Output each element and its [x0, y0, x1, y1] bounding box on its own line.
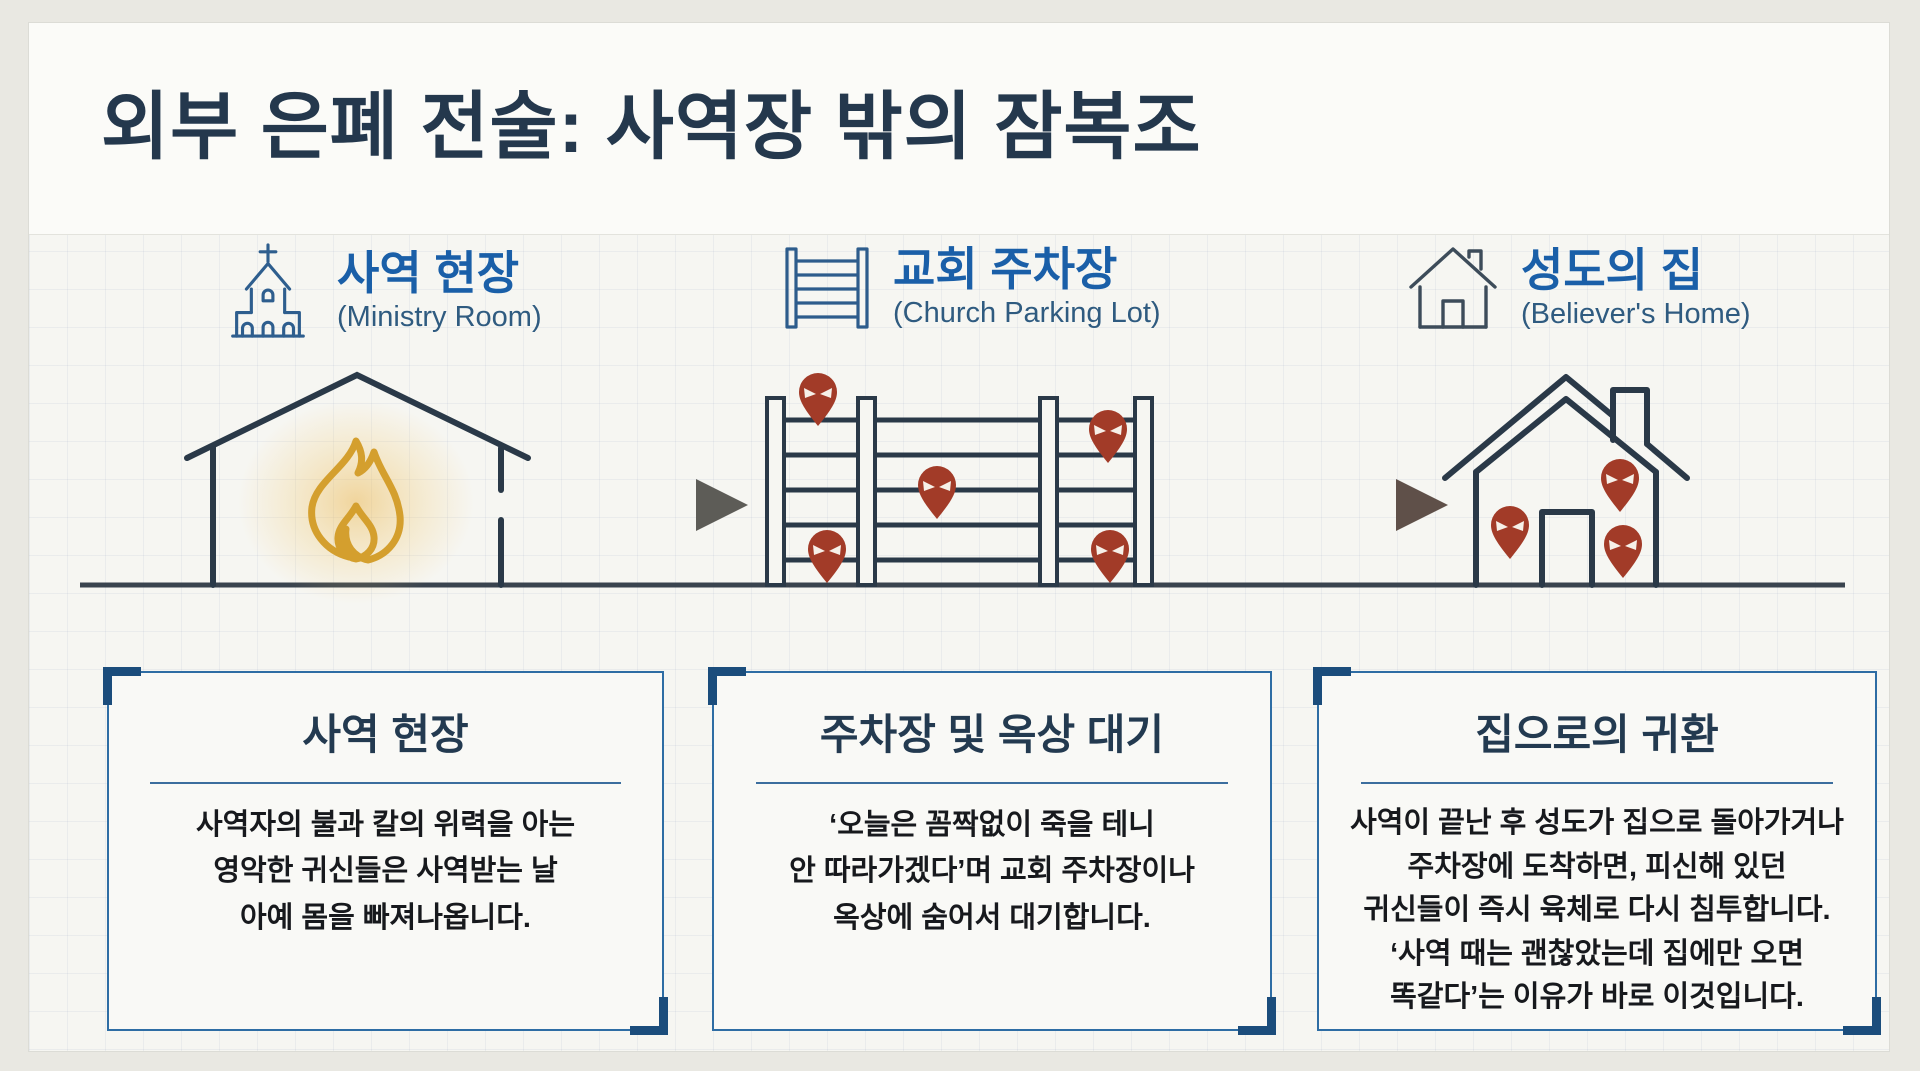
page-title: 외부 은폐 전술: 사역장 밖의 잠복조 — [101, 85, 1202, 168]
card-corner-accent — [1313, 667, 1351, 705]
stage-label-english: (Church Parking Lot) — [893, 297, 1161, 330]
card-corner-accent — [708, 667, 746, 705]
card-title: 집으로의 귀환 — [1475, 711, 1719, 758]
card-return-home: 집으로의 귀환 사역이 끝난 후 성도가 집으로 돌아가거나 주차장에 도착하면… — [1313, 667, 1881, 1035]
stage-header-church-parking-lot: 교회 주차장 (Church Parking Lot) — [781, 241, 1161, 333]
card-parking-rooftop-wait: 주차장 및 옥상 대기 ‘오늘은 꼼짝없이 죽을 테니 안 따라가겠다’며 교회… — [708, 667, 1276, 1035]
stage-header-ministry-room: 사역 현장 (Ministry Room) — [219, 241, 542, 341]
home-icon — [1409, 247, 1497, 329]
card-body-text: 사역자의 불과 칼의 위력을 아는 영악한 귀신들은 사역받는 날 아예 몸을 … — [195, 809, 576, 934]
stage-label-korean: 사역 현장 — [337, 247, 520, 300]
stage-label-korean: 성도의 집 — [1521, 244, 1704, 297]
stage-label-english: (Believer's Home) — [1521, 298, 1751, 331]
card-body-text: 사역이 끝난 후 성도가 집으로 돌아가거나 주차장에 도착하면, 피신해 있던… — [1350, 807, 1844, 1013]
church-icon — [231, 243, 305, 338]
stage-label-korean: 교회 주차장 — [893, 243, 1118, 296]
card-divider — [1360, 782, 1834, 784]
card-divider — [755, 782, 1229, 784]
title-band: 외부 은폐 전술: 사역장 밖의 잠복조 — [29, 23, 1889, 235]
card-divider — [150, 782, 621, 784]
card-corner-accent — [103, 667, 141, 705]
card-corner-accent — [1843, 997, 1881, 1035]
fence-icon — [785, 247, 869, 329]
stage-label-english: (Ministry Room) — [337, 301, 542, 334]
card-corner-accent — [1238, 997, 1276, 1035]
infographic-panel: 외부 은폐 전술: 사역장 밖의 잠복조 사역 현장 (Ministry Roo… — [28, 22, 1890, 1052]
card-corner-accent — [630, 997, 668, 1035]
stage-header-believers-home: 성도의 집 (Believer's Home) — [1407, 241, 1751, 335]
card-title: 사역 현장 — [302, 711, 469, 758]
card-title: 주차장 및 옥상 대기 — [819, 711, 1165, 758]
card-body-text: ‘오늘은 꼼짝없이 죽을 테니 안 따라가겠다’며 교회 주차장이나 옥상에 숨… — [789, 809, 1195, 934]
card-ministry-room: 사역 현장 사역자의 불과 칼의 위력을 아는 영악한 귀신들은 사역받는 날 … — [103, 667, 668, 1035]
